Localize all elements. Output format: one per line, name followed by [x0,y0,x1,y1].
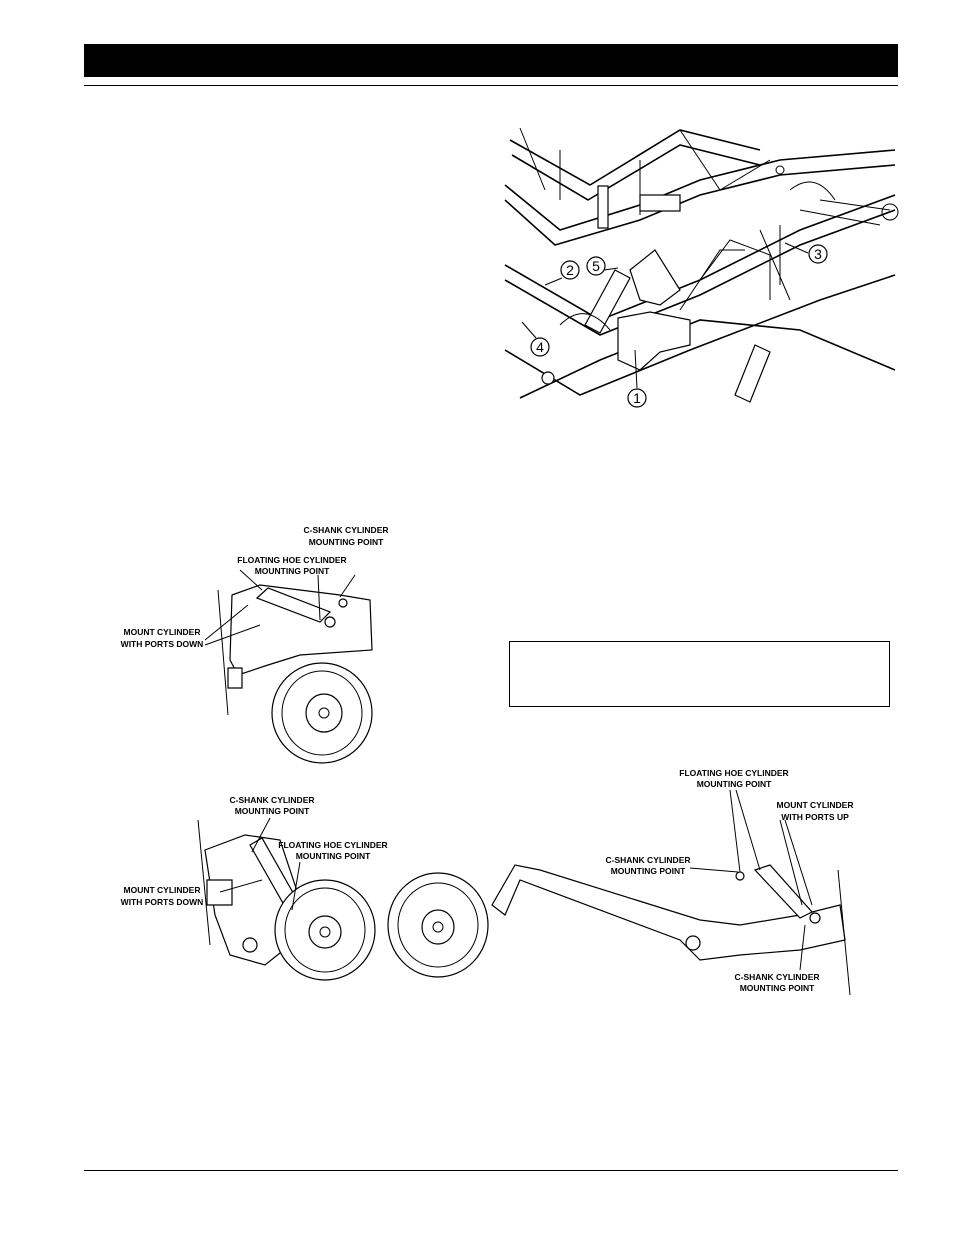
footer-rule [84,1170,898,1171]
svg-text:MOUNTING POINT: MOUNTING POINT [697,779,772,789]
svg-text:FLOATING HOE CYLINDER: FLOATING HOE CYLINDER [679,768,788,778]
svg-text:C-SHANK CYLINDER: C-SHANK CYLINDER [230,795,315,805]
frame-linework [504,127,899,403]
callout-2: 2 [544,260,580,286]
bottom-left-linework [197,817,376,981]
svg-text:2: 2 [566,262,574,278]
frame-assembly-figure: 1 2 3 4 5 [504,127,899,408]
svg-text:WITH PORTS DOWN: WITH PORTS DOWN [121,639,204,649]
bl-label-floating: FLOATING HOE CYLINDER MOUNTING POINT [278,840,387,861]
br-label-cshank-lower: C-SHANK CYLINDER MOUNTING POINT [735,972,820,993]
svg-text:MOUNTING POINT: MOUNTING POINT [296,851,371,861]
svg-text:MOUNTING POINT: MOUNTING POINT [309,537,384,547]
svg-text:3: 3 [814,246,822,262]
svg-text:C-SHANK CYLINDER: C-SHANK CYLINDER [735,972,820,982]
svg-text:MOUNTING POINT: MOUNTING POINT [740,983,815,993]
floating-hoe-figure: C-SHANK CYLINDER MOUNTING POINT FLOATING… [121,768,854,996]
br-label-floating: FLOATING HOE CYLINDER MOUNTING POINT [679,768,788,789]
svg-text:C-SHANK CYLINDER: C-SHANK CYLINDER [606,855,691,865]
svg-text:FLOATING HOE CYLINDER: FLOATING HOE CYLINDER [278,840,387,850]
mid-linework [204,569,373,764]
svg-text:WITH PORTS UP: WITH PORTS UP [781,812,849,822]
mid-label-floating: FLOATING HOE CYLINDER MOUNTING POINT [237,555,346,576]
svg-text:C-SHANK CYLINDER: C-SHANK CYLINDER [304,525,389,535]
mid-label-mount: MOUNT CYLINDER WITH PORTS DOWN [121,627,204,649]
callout-3: 3 [784,242,828,264]
svg-text:WITH PORTS DOWN: WITH PORTS DOWN [121,897,204,907]
svg-text:4: 4 [536,339,544,355]
svg-text:1: 1 [633,390,641,406]
mid-label-cshank: C-SHANK CYLINDER MOUNTING POINT [304,525,389,547]
header-bar [84,44,898,77]
c-shank-mount-figure: C-SHANK CYLINDER MOUNTING POINT FLOATING… [121,525,389,764]
bottom-right-linework [387,789,851,996]
callout-5: 5 [586,256,619,276]
svg-text:MOUNT CYLINDER: MOUNT CYLINDER [124,885,201,895]
callout-4: 4 [521,321,550,357]
svg-text:MOUNTING POINT: MOUNTING POINT [611,866,686,876]
svg-text:5: 5 [592,258,600,274]
br-label-mount: MOUNT CYLINDER WITH PORTS UP [777,800,854,822]
svg-text:MOUNTING POINT: MOUNTING POINT [235,806,310,816]
bl-label-mount: MOUNT CYLINDER WITH PORTS DOWN [121,885,204,907]
br-label-cshank-upper: C-SHANK CYLINDER MOUNTING POINT [606,855,691,876]
svg-text:MOUNT CYLINDER: MOUNT CYLINDER [124,627,201,637]
bl-label-cshank: C-SHANK CYLINDER MOUNTING POINT [230,795,315,816]
svg-text:MOUNT CYLINDER: MOUNT CYLINDER [777,800,854,810]
svg-text:FLOATING HOE CYLINDER: FLOATING HOE CYLINDER [237,555,346,565]
callout-1: 1 [627,349,647,408]
svg-text:MOUNTING POINT: MOUNTING POINT [255,566,330,576]
header-rule [84,85,898,86]
note-box [509,641,890,707]
